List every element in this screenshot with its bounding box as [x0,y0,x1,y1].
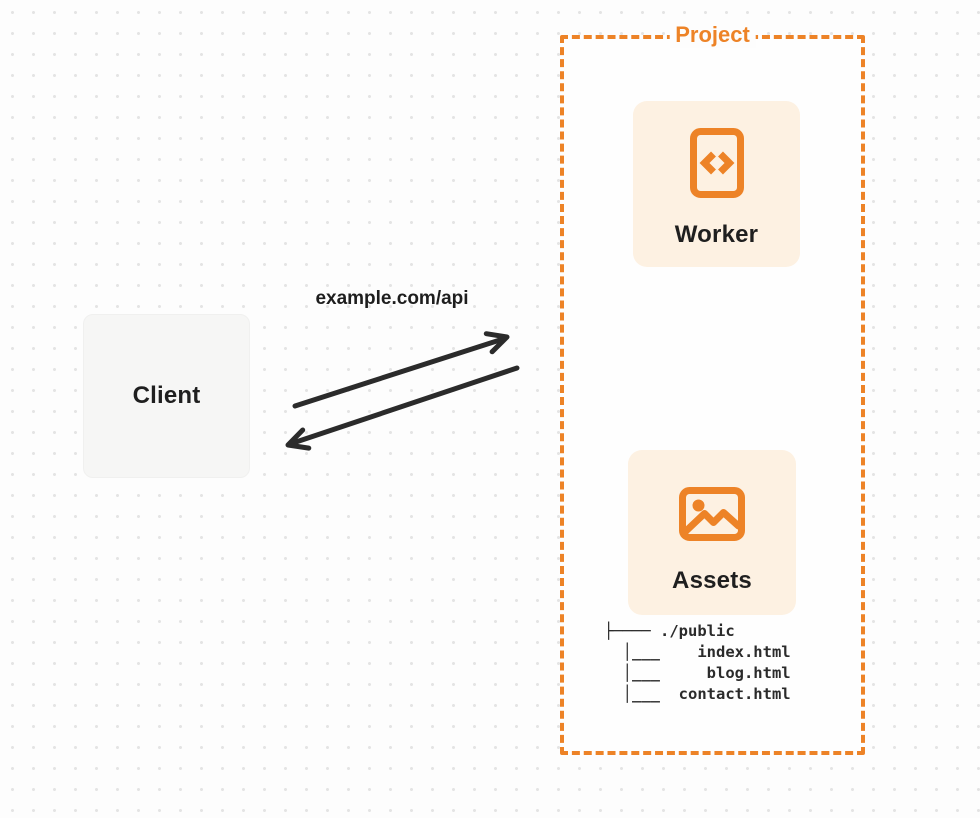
client-node: Client [83,314,250,478]
response-arrowhead [285,427,312,451]
image-icon [679,487,745,541]
assets-node: Assets [628,450,796,615]
project-boundary: Project Worker Assets ├──── ./public │__… [560,22,865,755]
response-arrow-line [290,365,520,446]
client-label: Client [132,382,201,409]
request-arrowhead [483,331,510,355]
request-arrow-line [292,336,506,409]
worker-label: Worker [674,221,759,248]
request-url-label: example.com/api [315,288,469,309]
code-document-icon [689,128,744,198]
assets-file-tree: ├──── ./public │___ index.html │___ blog… [604,622,791,703]
project-label: Project [669,22,756,48]
worker-node: Worker [633,101,800,267]
assets-label: Assets [672,567,752,594]
